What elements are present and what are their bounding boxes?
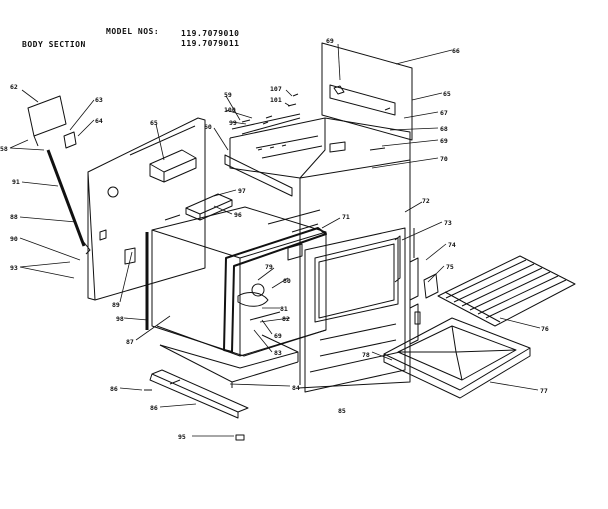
callout-58: 58 <box>0 145 8 153</box>
front-frame <box>267 209 406 393</box>
callout-69: 69 <box>440 137 448 145</box>
callout-71: 71 <box>342 213 350 221</box>
cabinet-body <box>224 113 411 389</box>
callout-76: 76 <box>541 325 549 333</box>
callout-69-top: 69 <box>326 37 334 45</box>
callout-81: 81 <box>280 305 288 313</box>
callout-78: 78 <box>362 351 370 359</box>
callout-77: 77 <box>540 387 548 395</box>
callout-85: 85 <box>338 407 346 415</box>
callout-82: 82 <box>282 315 290 323</box>
bracket-parts <box>27 95 233 255</box>
callout-80: 80 <box>283 277 291 285</box>
callout-69-lower: 69 <box>274 332 282 340</box>
callout-101: 101 <box>270 96 282 104</box>
callout-73: 73 <box>444 219 452 227</box>
callout-86-left: 86 <box>110 385 118 393</box>
callout-93: 93 <box>10 264 18 272</box>
model-number-1: 119.7079010 <box>181 29 240 38</box>
callout-68: 68 <box>440 125 448 133</box>
callout-97: 97 <box>238 187 246 195</box>
callout-60: 60 <box>204 123 212 131</box>
callout-95: 95 <box>178 433 186 441</box>
callout-62: 62 <box>10 83 18 91</box>
callout-86: 86 <box>150 404 158 412</box>
callout-79: 79 <box>265 263 273 271</box>
callout-59: 59 <box>224 91 232 99</box>
leader-lines <box>9 43 541 437</box>
callout-99: 99 <box>229 119 237 127</box>
model-label: MODEL NOS: <box>106 27 160 36</box>
callout-98: 98 <box>116 315 124 323</box>
callout-65-right: 65 <box>443 90 451 98</box>
callout-63: 63 <box>95 96 103 104</box>
callout-91: 91 <box>12 178 20 186</box>
callout-67: 67 <box>440 109 448 117</box>
broiler-pan <box>383 317 531 399</box>
callout-90: 90 <box>10 235 18 243</box>
door-hinges <box>409 228 439 345</box>
callout-64: 64 <box>95 117 103 125</box>
callout-89: 89 <box>112 301 120 309</box>
section-title: BODY SECTION <box>22 40 86 49</box>
callout-87: 87 <box>126 338 134 346</box>
callout-96: 96 <box>234 211 242 219</box>
callout-83: 83 <box>274 349 282 357</box>
oven-liner <box>145 206 327 357</box>
callout-74: 74 <box>448 241 456 249</box>
callout-66: 66 <box>452 47 460 55</box>
callout-72: 72 <box>422 197 430 205</box>
fasteners <box>144 93 421 441</box>
callout-107: 107 <box>270 85 282 93</box>
callout-84: 84 <box>292 384 300 392</box>
oven-rack <box>437 255 576 327</box>
callout-88: 88 <box>10 213 18 221</box>
callout-65: 65 <box>150 119 158 127</box>
callout-numbers: 62 63 64 58 91 65 59 100 101 107 99 60 6… <box>0 37 549 441</box>
callout-100: 100 <box>224 106 236 114</box>
side-panel <box>87 117 206 301</box>
callout-70: 70 <box>440 155 448 163</box>
bottom-panel <box>159 334 299 388</box>
back-panel <box>321 42 413 141</box>
callout-75: 75 <box>446 263 454 271</box>
bottom-rail <box>149 369 249 419</box>
model-number-2: 119.7079011 <box>181 39 240 48</box>
